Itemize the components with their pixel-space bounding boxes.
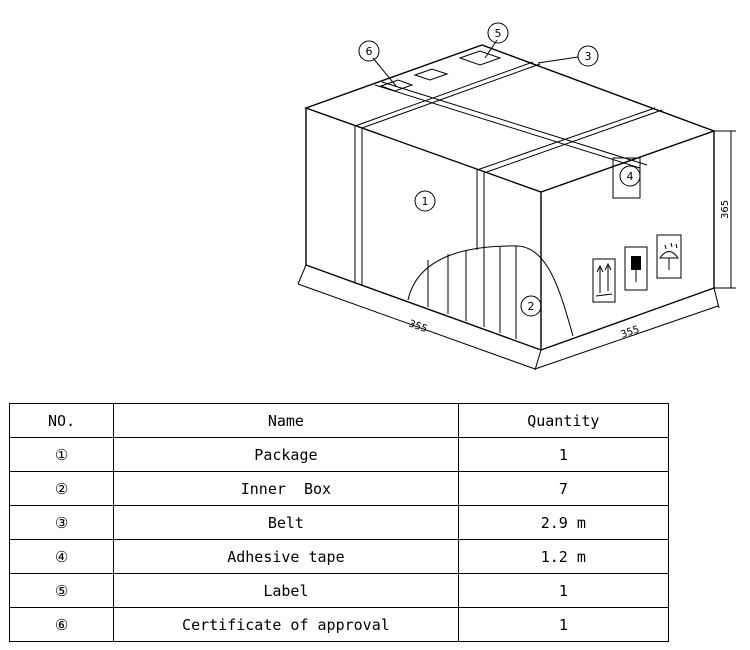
- row-quantity: 1: [457, 573, 670, 608]
- svg-text:2: 2: [528, 300, 535, 313]
- callout-2: 2: [520, 295, 542, 317]
- row-no: ③: [8, 505, 115, 540]
- row-name: Label: [113, 573, 459, 608]
- callout-1: 1: [414, 190, 436, 212]
- table-row: ① Package 1: [8, 437, 670, 472]
- dimension-height: 365: [720, 200, 731, 219]
- belt-straps: [354, 61, 663, 285]
- row-no: ②: [8, 471, 115, 506]
- table-row: ④ Adhesive tape 1.2 m: [8, 539, 670, 574]
- dimension-width: 355: [619, 324, 641, 341]
- callout-4: 4: [619, 165, 641, 187]
- row-name: Belt: [113, 505, 459, 540]
- box-outline: [303, 44, 717, 351]
- row-no: ④: [8, 539, 115, 574]
- row-quantity: 1: [457, 437, 670, 472]
- header-no: NO.: [8, 403, 115, 438]
- row-quantity: 7: [457, 471, 670, 506]
- row-name: Adhesive tape: [113, 539, 459, 574]
- row-quantity: 1.2 m: [457, 539, 670, 574]
- row-no: ⑤: [8, 573, 115, 608]
- svg-text:4: 4: [627, 170, 634, 183]
- label-and-certificate: [379, 50, 641, 199]
- dimension-lines: [297, 130, 736, 371]
- row-no: ①: [8, 437, 115, 472]
- header-quantity: Quantity: [457, 403, 670, 438]
- callout-5: 5: [487, 22, 509, 44]
- callout-6: 6: [358, 40, 380, 62]
- svg-text:6: 6: [366, 45, 373, 58]
- table-header-row: NO. Name Quantity: [8, 403, 670, 438]
- table-row: ③ Belt 2.9 m: [8, 505, 670, 540]
- handling-symbols: [592, 234, 682, 303]
- row-name: Package: [113, 437, 459, 472]
- table-row: ② Inner Box 7: [8, 471, 670, 506]
- table-row: ⑥ Certificate of approval 1: [8, 607, 670, 642]
- row-quantity: 2.9 m: [457, 505, 670, 540]
- parts-table: NO. Name Quantity ① Package 1 ② Inner Bo…: [8, 403, 670, 642]
- callout-3: 3: [577, 45, 599, 67]
- svg-text:3: 3: [585, 50, 592, 63]
- row-name: Inner Box: [113, 471, 459, 506]
- inner-box-cutaway: [407, 245, 574, 339]
- row-no: ⑥: [8, 607, 115, 642]
- row-name: Certificate of approval: [113, 607, 459, 642]
- dimension-length: 355: [407, 318, 429, 335]
- svg-text:1: 1: [422, 195, 429, 208]
- packaging-drawing: 355 355 365 1 2 3 4 5 6: [297, 22, 736, 371]
- svg-text:5: 5: [495, 27, 502, 40]
- header-name: Name: [113, 403, 459, 438]
- row-quantity: 1: [457, 607, 670, 642]
- table-row: ⑤ Label 1: [8, 573, 670, 608]
